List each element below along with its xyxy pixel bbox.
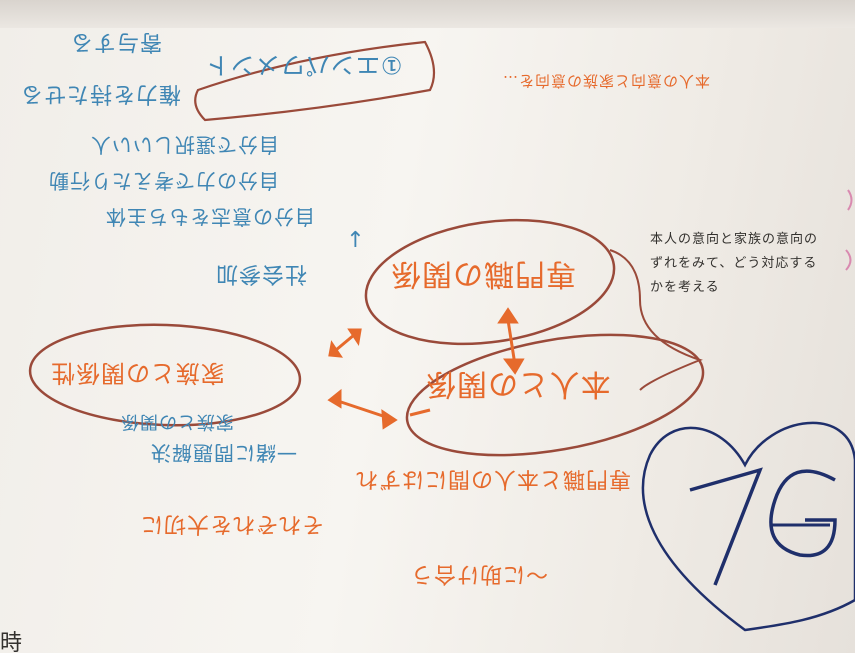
note-orange-bottom-3: 〜に助け合う <box>410 561 549 586</box>
bubble-outline-top <box>364 218 616 346</box>
heading-box <box>194 40 436 122</box>
digit-seven-stroke <box>689 467 763 586</box>
pink-mark <box>847 189 853 211</box>
note-orange-top-right: 本人の意向と家族の意向を… <box>501 72 710 90</box>
double-arrow-icon <box>327 307 525 430</box>
paper-top-edge <box>0 0 855 28</box>
corner-fragment: 時 <box>0 631 24 653</box>
bubble-outline-right <box>405 333 705 457</box>
note-top-left-2: 権力を持たせる <box>20 81 182 106</box>
bubble-right-text: 本人との関係 <box>425 366 611 401</box>
note-blue-2: 自分の力で考えたり行動 <box>48 169 279 193</box>
note-orange-bottom-2: それぞれを大切に <box>140 511 325 536</box>
pink-mark <box>845 249 852 271</box>
bracket <box>609 249 703 391</box>
note-top-left-1: ①エンパワメント <box>205 51 403 79</box>
heart-outline-icon <box>641 421 855 632</box>
note-dark-right: 本人の意向と家族の意向のずれをみて、どう対応するかを考える <box>650 232 819 295</box>
note-top-left-3: 寄与する <box>70 29 163 54</box>
letter-g-stroke <box>769 469 837 558</box>
note-blue-3: 自分の意志をもち主体 <box>105 205 315 229</box>
bubble-top-text: 専門職の関係 <box>390 256 576 291</box>
note-blue-under-1: 家族との関係 <box>120 411 234 432</box>
note-blue-1: 自分で選択しいい人 <box>90 133 279 157</box>
note-blue-5: 社会参加 <box>215 261 308 286</box>
bubble-left-text: 家族との関係性 <box>50 359 225 387</box>
note-orange-bottom-1: 専門職と本人の間にはずれ <box>355 466 632 491</box>
bubble-outline-left <box>28 323 302 427</box>
note-blue-4: ↓ <box>345 225 365 250</box>
note-blue-under-2: 一緒に問題解決 <box>150 441 297 465</box>
